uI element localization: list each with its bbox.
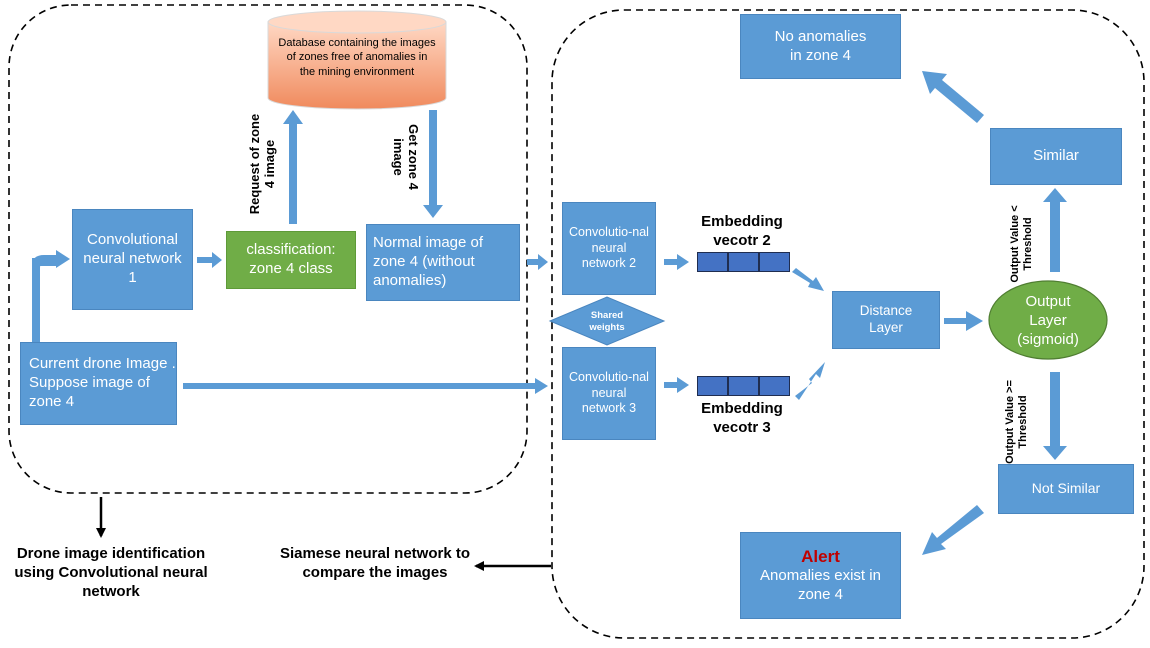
output-layer-label: Output Layer (sigmoid) — [1017, 293, 1079, 348]
arrow-distance-to-output — [944, 311, 983, 331]
arrow-request-up — [283, 110, 303, 224]
embedding3-cell — [759, 376, 790, 396]
embedding3-cell — [728, 376, 759, 396]
siamese-region — [551, 9, 1145, 639]
current-drone-box: Current drone Image . Suppose image of z… — [20, 342, 177, 425]
arrow-emb3-to-distance — [795, 362, 825, 400]
shared-weights-shape — [548, 296, 666, 346]
embedding2-vector — [697, 252, 790, 272]
alert-title: Alert — [801, 547, 840, 567]
output-layer-shape — [988, 280, 1108, 360]
output-ge-label: Output Value >= Threshold — [1004, 380, 1029, 464]
arrow-similar-to-noanomalies — [922, 71, 984, 123]
arrow-cnn3-to-emb3 — [664, 377, 689, 393]
caption-left: Drone image identification using Convolu… — [14, 545, 208, 600]
arrow-current-to-cnn3 — [183, 378, 548, 394]
arrow-output-to-notsimilar — [1043, 372, 1067, 460]
arrow-output-to-similar — [1043, 188, 1067, 272]
embedding2-cell — [728, 252, 759, 272]
embedding3-cell — [697, 376, 728, 396]
arrow-cnn1-to-classification — [197, 252, 222, 268]
embedding2-label: Embedding vecotr 2 — [701, 213, 783, 249]
shared-weights-label: Shared weights — [589, 310, 625, 333]
embedding3-vector — [697, 376, 790, 396]
cnn-region — [8, 4, 528, 494]
no-anomalies-box: No anomalies in zone 4 — [740, 14, 901, 79]
not-similar-box: Not Similar — [998, 464, 1134, 514]
arrow-notsimilar-to-alert — [922, 505, 984, 555]
database-cylinder — [267, 10, 447, 110]
embedding3-label: Embedding vecotr 3 — [701, 400, 783, 436]
distance-layer-box: Distance Layer — [832, 291, 940, 349]
database-label: Database containing the images of zones … — [278, 37, 436, 78]
output-lt-label: Output Value < Threshold — [1009, 205, 1034, 283]
cnn3-box: Convolutio-nal neural network 3 — [562, 347, 656, 440]
cnn2-box: Convolutio-nal neural network 2 — [562, 202, 656, 295]
classification-box: classification: zone 4 class — [226, 231, 356, 289]
arrow-cnn2-to-emb2 — [664, 254, 689, 270]
arrow-normal-to-cnn2 — [527, 254, 548, 270]
similar-box: Similar — [990, 128, 1122, 185]
get-label: Get zone 4 image — [391, 124, 421, 190]
arrow-emb2-to-distance — [792, 268, 824, 291]
request-label: Request of zone 4 image — [247, 113, 277, 215]
arrow-current-to-cnn1-curve — [32, 250, 70, 342]
cnn1-box: Convolutional neural network 1 — [72, 209, 193, 310]
normal-image-box: Normal image of zone 4 (without anomalie… — [366, 224, 520, 301]
alert-body: Anomalies exist in zone 4 — [760, 567, 881, 604]
embedding2-cell — [759, 252, 790, 272]
caption-right: Siamese neural network to compare the im… — [279, 545, 471, 581]
embedding2-cell — [697, 252, 728, 272]
alert-box: Alert Anomalies exist in zone 4 — [740, 532, 901, 619]
arrow-get-down — [423, 110, 443, 218]
